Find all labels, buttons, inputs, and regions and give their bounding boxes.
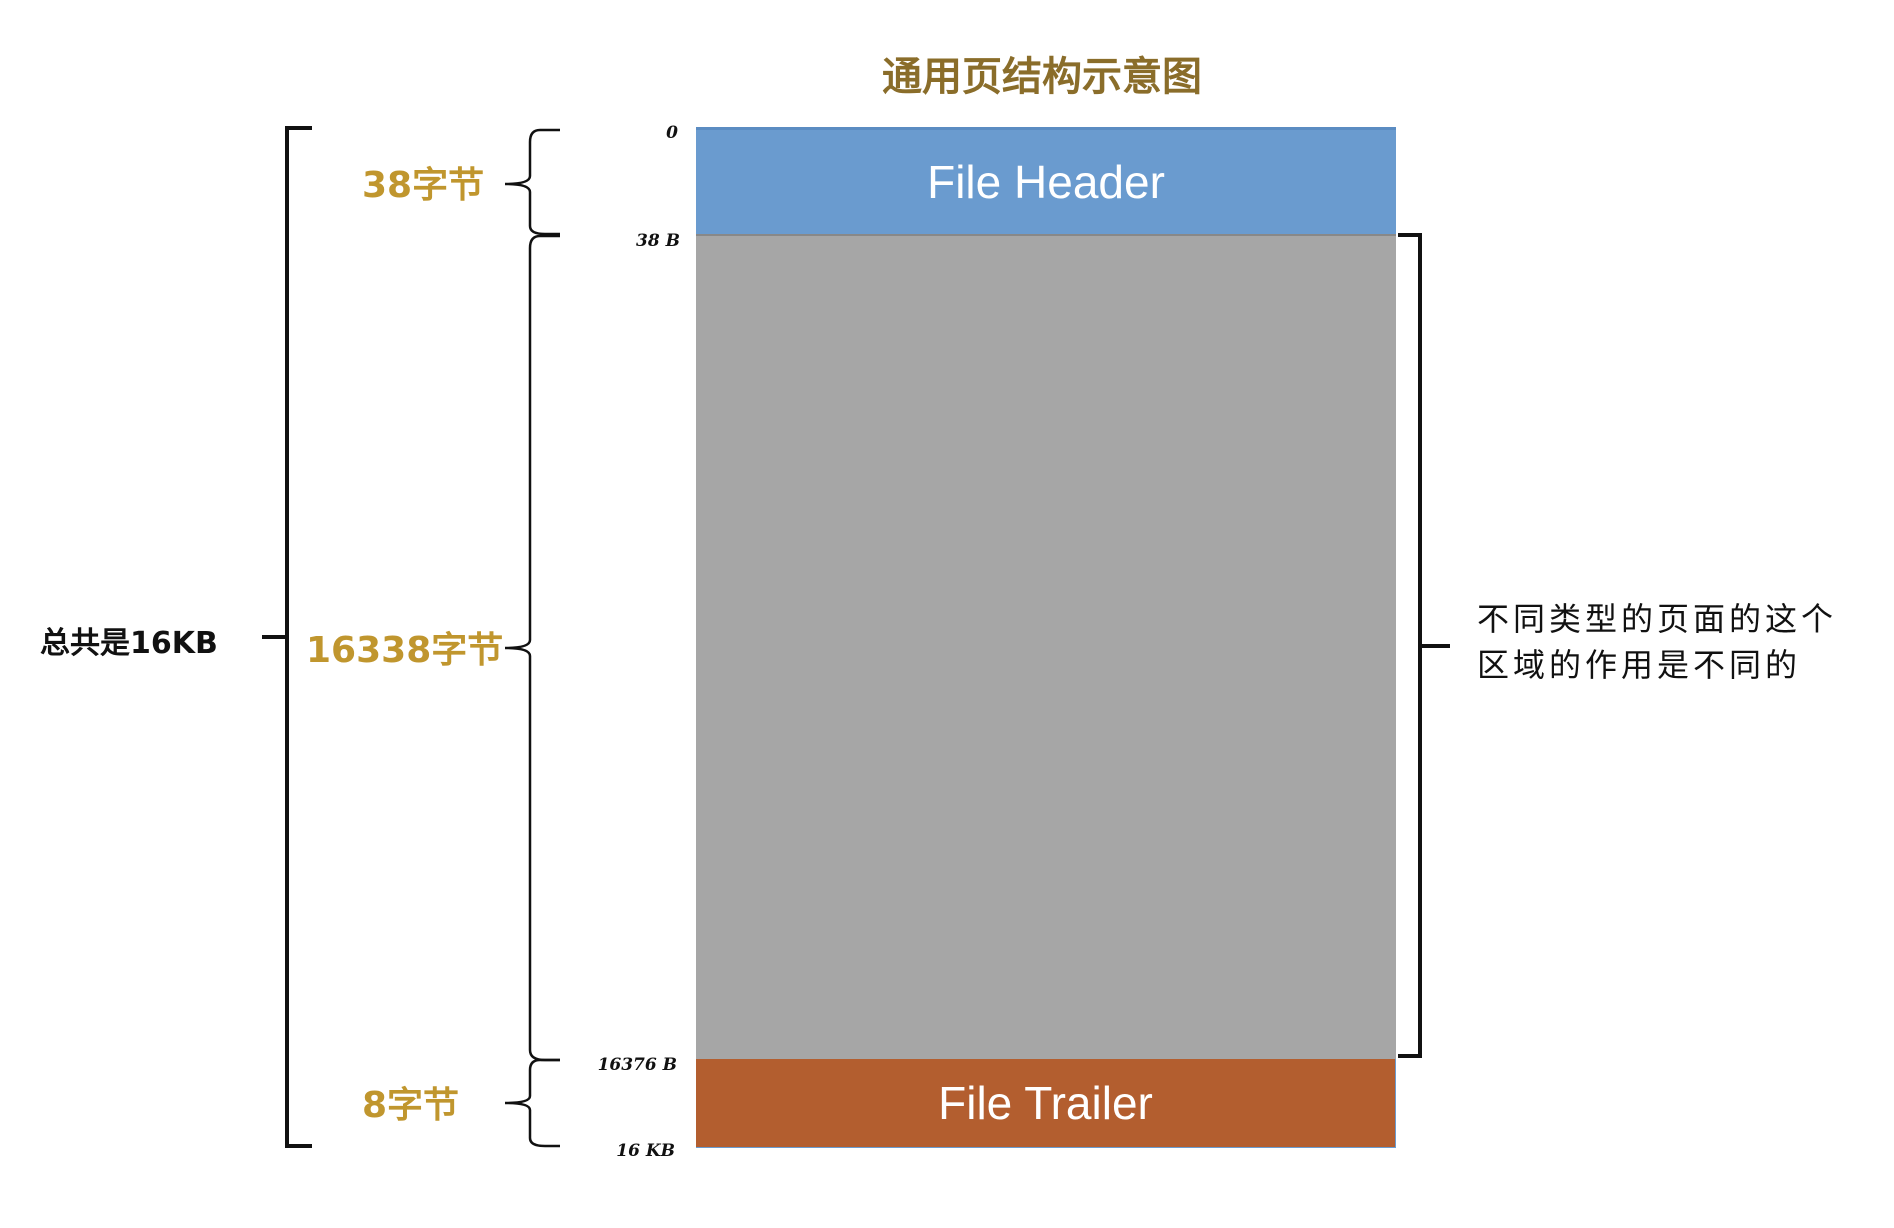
body-brace xyxy=(504,234,560,1062)
offset-start-label: 0 xyxy=(666,123,678,143)
total-bracket xyxy=(262,126,312,1148)
file-trailer-block: File Trailer xyxy=(696,1059,1396,1148)
total-size-label: 总共是16KB xyxy=(40,626,218,661)
page-body-block xyxy=(696,234,1396,1059)
header-size-label: 38字节 xyxy=(362,165,485,206)
header-brace xyxy=(504,128,560,236)
body-size-label: 16338字节 xyxy=(306,630,504,671)
body-note-line-1: 不同类型的页面的这个 xyxy=(1477,600,1838,638)
trailer-size-label: 8字节 xyxy=(362,1085,460,1126)
trailer-brace xyxy=(504,1058,560,1148)
diagram-title: 通用页结构示意图 xyxy=(882,54,1202,100)
body-right-bracket xyxy=(1398,233,1450,1058)
offset-header-end-label: 38 B xyxy=(636,231,680,251)
body-note-line-2: 区域的作用是不同的 xyxy=(1477,646,1802,684)
offset-end-label: 16 KB xyxy=(616,1141,675,1161)
file-header-block: File Header xyxy=(696,127,1396,234)
offset-trailer-start-label: 16376 B xyxy=(597,1055,677,1075)
body-note: 不同类型的页面的这个 区域的作用是不同的 xyxy=(1477,596,1837,688)
